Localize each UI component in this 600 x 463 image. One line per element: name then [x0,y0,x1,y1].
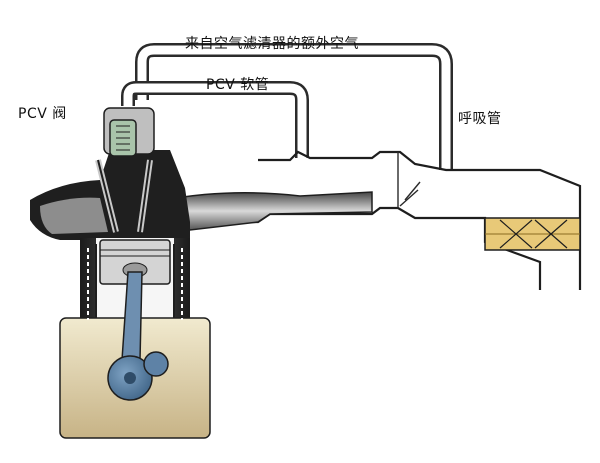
air-filter [484,217,581,251]
intake-manifold [163,191,373,231]
pcv-valve-label: PCV 阀 [18,106,67,122]
fresh-air-pipe [135,43,453,170]
fresh-air-label: 来自空气滤清器的额外空气 [185,36,359,52]
connecting-rod [107,271,169,401]
blow-by-path [87,248,183,320]
pcv-hose [121,81,309,158]
breather-label: 呼吸管 [458,111,502,127]
pcv-valve [109,119,137,157]
pcv-hose-label: PCV 软管 [206,77,270,93]
